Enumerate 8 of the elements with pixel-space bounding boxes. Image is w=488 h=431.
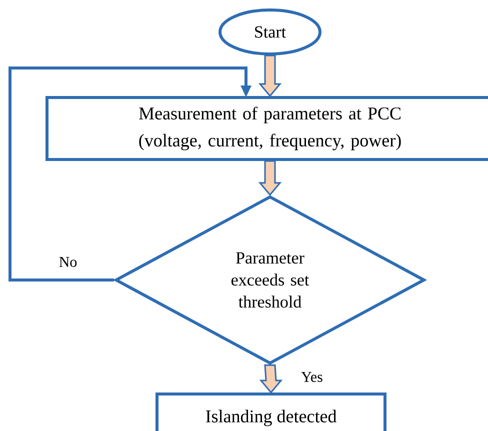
terminal-box: Islanding detected	[156, 392, 386, 431]
block-arrow	[258, 54, 282, 98]
arrow	[8, 66, 252, 282]
edge-label: Yes	[300, 371, 324, 383]
block-arrow	[259, 364, 283, 394]
edge-label: No	[58, 256, 78, 268]
process-box: Measurement of parameters at PCC (voltage, current, frequency, power)	[46, 96, 488, 161]
block-arrow	[258, 160, 282, 196]
